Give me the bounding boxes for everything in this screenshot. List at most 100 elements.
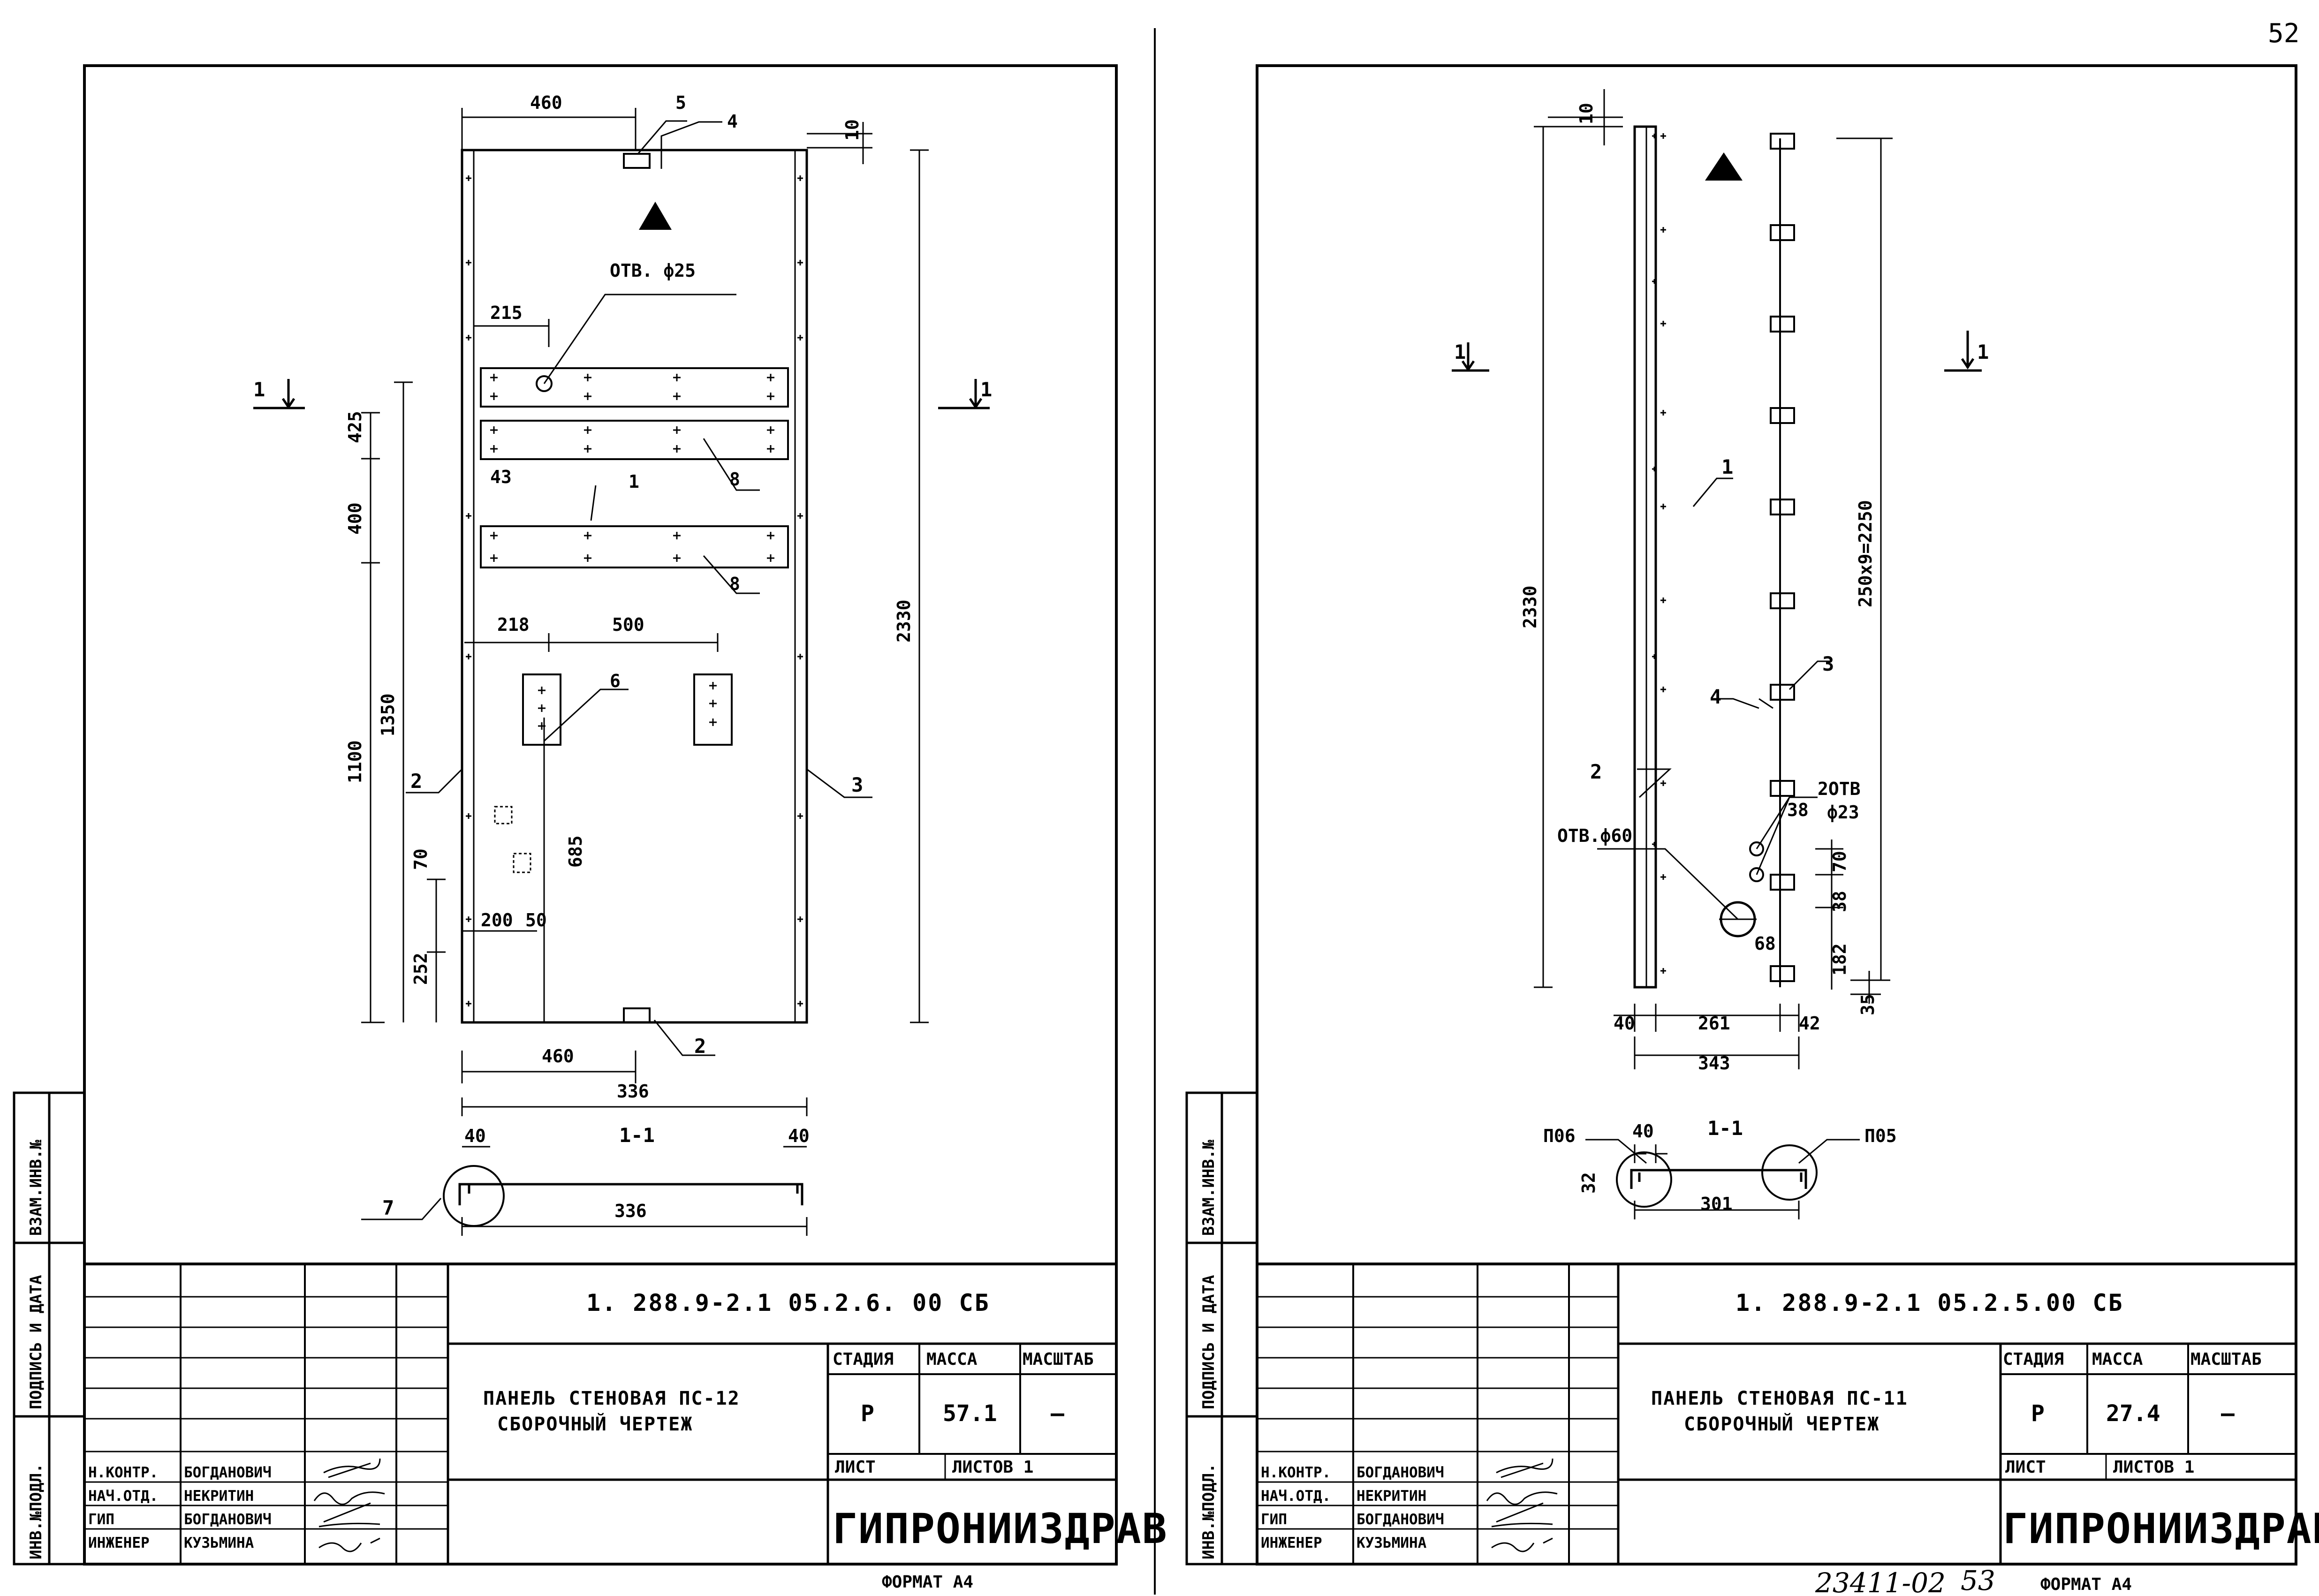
- svg-text:40: 40: [1632, 1121, 1654, 1142]
- right-scale-value: —: [2221, 1400, 2235, 1427]
- svg-text:МАССА: МАССА: [2092, 1350, 2143, 1369]
- svg-text:ЛИСТОВ 1: ЛИСТОВ 1: [2113, 1458, 2194, 1477]
- right-organization: ГИПРОНИИЗДРАВ: [2003, 1505, 2319, 1553]
- left-sheet: 460 5 4 10 ОТВ. ф25 215 43 1 8 8 218 500…: [13, 64, 1168, 1592]
- svg-text:336: 336: [614, 1201, 647, 1221]
- right-stage-value: Р: [2031, 1400, 2045, 1427]
- svg-text:1: 1: [629, 471, 639, 492]
- right-hole-small-a: [1749, 841, 1764, 856]
- svg-text:43: 43: [490, 467, 512, 487]
- left-side-label-inv: ИНВ.№ПОДЛ.: [27, 1463, 45, 1559]
- svg-text:БОГДАНОВИЧ: БОГДАНОВИЧ: [184, 1464, 272, 1481]
- svg-text:425: 425: [345, 411, 365, 443]
- svg-text:3: 3: [1822, 652, 1834, 675]
- svg-text:40: 40: [1614, 1013, 1635, 1034]
- left-format: ФОРМАТ А4: [882, 1573, 973, 1592]
- svg-text:МАСШТАБ: МАСШТАБ: [2190, 1350, 2262, 1369]
- right-leader-lines: [1585, 477, 1860, 1164]
- right-section-arrows: [1452, 331, 1982, 372]
- left-side-label-sign: ПОДПИСЬ И ДАТА: [27, 1275, 45, 1409]
- left-leader-lines: [361, 120, 872, 1220]
- right-hole-small-b: [1749, 867, 1764, 882]
- svg-text:ИНЖЕНЕР: ИНЖЕНЕР: [1261, 1535, 1322, 1551]
- left-doc-code: 1. 288.9-2.1 05.2.6. 00 СБ: [586, 1289, 990, 1316]
- left-organization: ГИПРОНИИЗДРАВ: [833, 1505, 1168, 1553]
- svg-text:301: 301: [1700, 1194, 1733, 1214]
- left-bracket-bottom: [623, 1007, 651, 1023]
- svg-text:200: 200: [481, 910, 513, 930]
- left-signatures: [313, 1458, 385, 1552]
- svg-text:40: 40: [788, 1126, 810, 1146]
- right-format: ФОРМАТ А4: [2040, 1575, 2132, 1594]
- svg-text:П05: П05: [1864, 1126, 1897, 1146]
- svg-text:400: 400: [345, 502, 365, 535]
- right-side-label-sign: ПОДПИСЬ И ДАТА: [1199, 1275, 1218, 1409]
- svg-text:38: 38: [1787, 800, 1809, 820]
- svg-text:252: 252: [410, 953, 431, 985]
- svg-text:38: 38: [1829, 891, 1850, 912]
- svg-text:218: 218: [497, 614, 530, 635]
- left-board-1: [480, 367, 789, 408]
- svg-text:ГИП: ГИП: [88, 1511, 114, 1528]
- svg-text:ОТВ.ф60: ОТВ.ф60: [1557, 825, 1632, 846]
- right-side-label-vzam: ВЗАМ.ИНВ.№: [1199, 1140, 1218, 1236]
- left-dimension-lines: [361, 108, 929, 1236]
- svg-text:10: 10: [1576, 103, 1597, 124]
- left-fasteners: [466, 175, 803, 1006]
- left-title-line-1: ПАНЕЛЬ СТЕНОВАЯ ПС-12: [483, 1388, 740, 1409]
- svg-text:ЛИСТ: ЛИСТ: [835, 1458, 876, 1477]
- left-board-2: [480, 420, 789, 460]
- bottom-page-number: 53: [1961, 1565, 1995, 1596]
- svg-text:4: 4: [1710, 685, 1721, 708]
- svg-text:182: 182: [1829, 943, 1850, 976]
- right-doc-code: 1. 288.9-2.1 05.2.5.00 СБ: [1735, 1289, 2124, 1316]
- left-annotations: 460 5 4 10 ОТВ. ф25 215 43 1 8 8 218 500…: [253, 92, 992, 1221]
- svg-text:2ОТВ: 2ОТВ: [1818, 779, 1861, 799]
- svg-text:250х9=2250: 250х9=2250: [1855, 500, 1876, 607]
- right-title-block: [1256, 1263, 2297, 1566]
- svg-text:8: 8: [729, 469, 740, 490]
- left-hole: [536, 375, 553, 392]
- svg-text:460: 460: [530, 92, 562, 113]
- svg-text:1-1: 1-1: [1707, 1117, 1743, 1140]
- right-panel-drawing: [1633, 125, 1795, 989]
- left-section-arrows: [253, 379, 990, 409]
- svg-text:БОГДАНОВИЧ: БОГДАНОВИЧ: [1357, 1464, 1444, 1481]
- svg-text:50: 50: [525, 910, 547, 930]
- left-mass-value: 57.1: [943, 1400, 997, 1427]
- svg-text:32: 32: [1578, 1172, 1599, 1194]
- svg-text:1: 1: [1977, 340, 1989, 363]
- svg-text:1: 1: [1454, 340, 1466, 363]
- right-side-label-inv: ИНВ.№ПОДЛ.: [1199, 1463, 1218, 1559]
- right-section-profile: [1616, 1144, 1818, 1208]
- svg-text:1350: 1350: [378, 693, 398, 736]
- left-title-line-2: СБОРОЧНЫЙ ЧЕРТЕЖ: [497, 1413, 693, 1435]
- svg-text:НЕКРИТИН: НЕКРИТИН: [1357, 1488, 1426, 1505]
- svg-text:КУЗЬМИНА: КУЗЬМИНА: [184, 1535, 254, 1551]
- svg-text:НАЧ.ОТД.: НАЧ.ОТД.: [1261, 1488, 1331, 1505]
- svg-text:1: 1: [1721, 455, 1733, 478]
- right-triangle-mark: [1705, 152, 1743, 181]
- right-sheet: 10 2330 250х9=2250 1 2 3 4 2ОТВ ф23 38 О…: [1185, 64, 2319, 1596]
- svg-text:2: 2: [410, 770, 422, 793]
- svg-text:40: 40: [464, 1126, 486, 1146]
- right-side-stamp: [1185, 1091, 1258, 1566]
- svg-text:МАССА: МАССА: [926, 1350, 978, 1369]
- left-title-texts: 1. 288.9-2.1 05.2.6. 00 СБ ПАНЕЛЬ СТЕНОВ…: [88, 1289, 1168, 1592]
- right-dimension-lines: [1534, 89, 1893, 1219]
- svg-text:ф23: ф23: [1827, 802, 1859, 823]
- svg-text:1: 1: [253, 378, 265, 401]
- svg-text:СТАДИЯ: СТАДИЯ: [833, 1350, 894, 1369]
- svg-text:П06: П06: [1543, 1126, 1576, 1146]
- svg-text:6: 6: [610, 671, 621, 691]
- svg-text:НЕКРИТИН: НЕКРИТИН: [184, 1488, 254, 1505]
- svg-text:3: 3: [851, 773, 863, 796]
- svg-text:2: 2: [1590, 760, 1602, 783]
- left-board-3: [480, 525, 789, 568]
- svg-text:10: 10: [842, 119, 863, 141]
- svg-text:8: 8: [729, 574, 740, 594]
- svg-text:КУЗЬМИНА: КУЗЬМИНА: [1357, 1535, 1427, 1551]
- svg-text:ЛИСТОВ 1: ЛИСТОВ 1: [952, 1458, 1033, 1477]
- right-fasteners: [1652, 133, 1666, 974]
